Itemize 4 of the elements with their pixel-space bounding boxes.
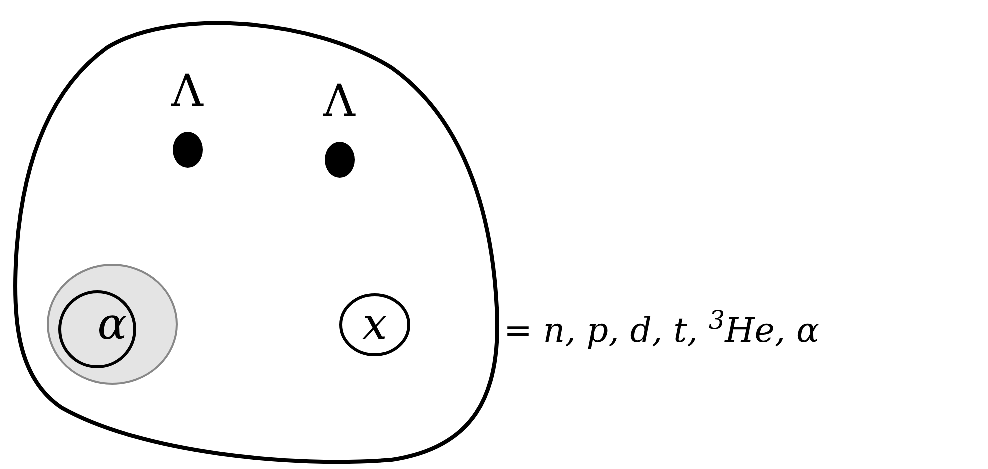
lambda-label: Λ bbox=[324, 80, 356, 124]
lambda-label: Λ bbox=[172, 70, 204, 114]
shaded-particle-circle: α bbox=[45, 262, 180, 387]
particle-circle: x bbox=[338, 292, 412, 358]
